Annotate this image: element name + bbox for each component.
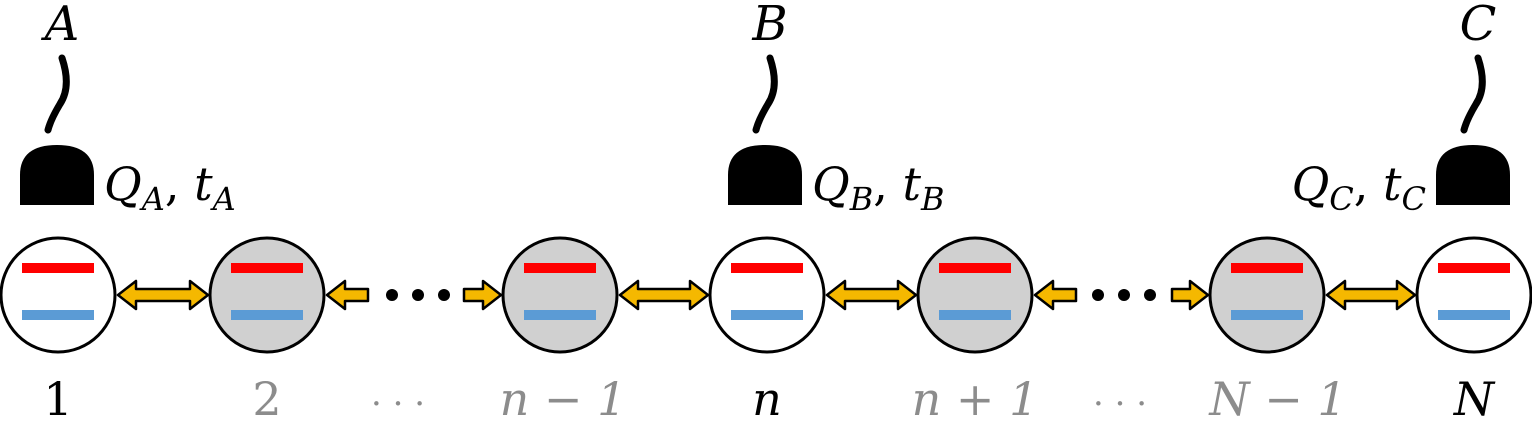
sites (0, 236, 1532, 354)
probe-a-wire (44, 54, 70, 134)
chain-ellipsis-right (1092, 289, 1156, 301)
site-label-1: 1 (43, 372, 72, 426)
lower-level (731, 310, 803, 320)
site-label-2: 2 (252, 372, 281, 426)
probe-a-params: QA, tA (104, 157, 236, 218)
probe-b-detector-icon (728, 145, 802, 205)
probe-b-params: QB, tB (812, 157, 945, 218)
site-circle (1415, 236, 1532, 354)
site-4 (708, 236, 826, 354)
lower-level (524, 310, 596, 320)
upper-level (524, 263, 596, 273)
probe-c-name: C (1460, 0, 1497, 52)
upper-level (22, 263, 94, 273)
site-label-6: N − 1 (1208, 372, 1346, 426)
upper-level (731, 263, 803, 273)
site-5 (916, 236, 1034, 354)
probe-c: C QC, tC (1292, 0, 1510, 218)
upper-level (939, 263, 1011, 273)
site-2 (208, 236, 326, 354)
site-label-5: n + 1 (912, 372, 1039, 426)
upper-level (1438, 263, 1510, 273)
lower-level (939, 310, 1011, 320)
site-6 (1208, 236, 1326, 354)
site-labels: 1 2 n − 1 n n + 1 N − 1 N (43, 372, 1496, 426)
site-3 (501, 236, 619, 354)
site-circle (0, 236, 117, 354)
site-circle (501, 236, 619, 354)
coupling-arrow-2 (325, 279, 370, 311)
upper-level (231, 263, 303, 273)
coupling-arrow-5 (825, 279, 918, 311)
coupling-arrow-8 (1325, 279, 1417, 311)
site-circle (208, 236, 326, 354)
upper-level (1231, 263, 1303, 273)
chain-ellipsis-left (386, 289, 450, 301)
probe-c-detector-icon (1436, 145, 1510, 205)
lower-level (1438, 310, 1510, 320)
site-circle (1208, 236, 1326, 354)
coupling-arrow-1 (116, 279, 210, 311)
site-1 (0, 236, 117, 354)
lower-level (22, 310, 94, 320)
probe-c-wire (1460, 54, 1486, 134)
couplings (116, 279, 1417, 311)
probe-a-detector-icon (20, 145, 94, 205)
probe-a-name: A (41, 0, 80, 52)
lower-level (1231, 310, 1303, 320)
site-circle (708, 236, 826, 354)
coupling-arrow-7 (1170, 279, 1210, 311)
site-label-4: n (752, 372, 782, 426)
coupling-arrow-4 (618, 279, 710, 311)
label-ellipsis-left: · · · (371, 384, 425, 424)
coupling-arrow-3 (462, 279, 503, 311)
site-label-3: n − 1 (500, 372, 627, 426)
label-ellipsis-right: · · · (1093, 384, 1147, 424)
probe-a: A QA, tA (20, 0, 236, 218)
lower-level (231, 310, 303, 320)
site-7 (1415, 236, 1532, 354)
probe-c-params: QC, tC (1292, 157, 1426, 218)
site-label-7: N (1453, 372, 1496, 426)
coupling-arrow-6 (1033, 279, 1078, 311)
site-circle (916, 236, 1034, 354)
probe-b-name: B (751, 0, 787, 52)
probe-b: B QB, tB (728, 0, 945, 218)
probe-b-wire (752, 54, 778, 134)
